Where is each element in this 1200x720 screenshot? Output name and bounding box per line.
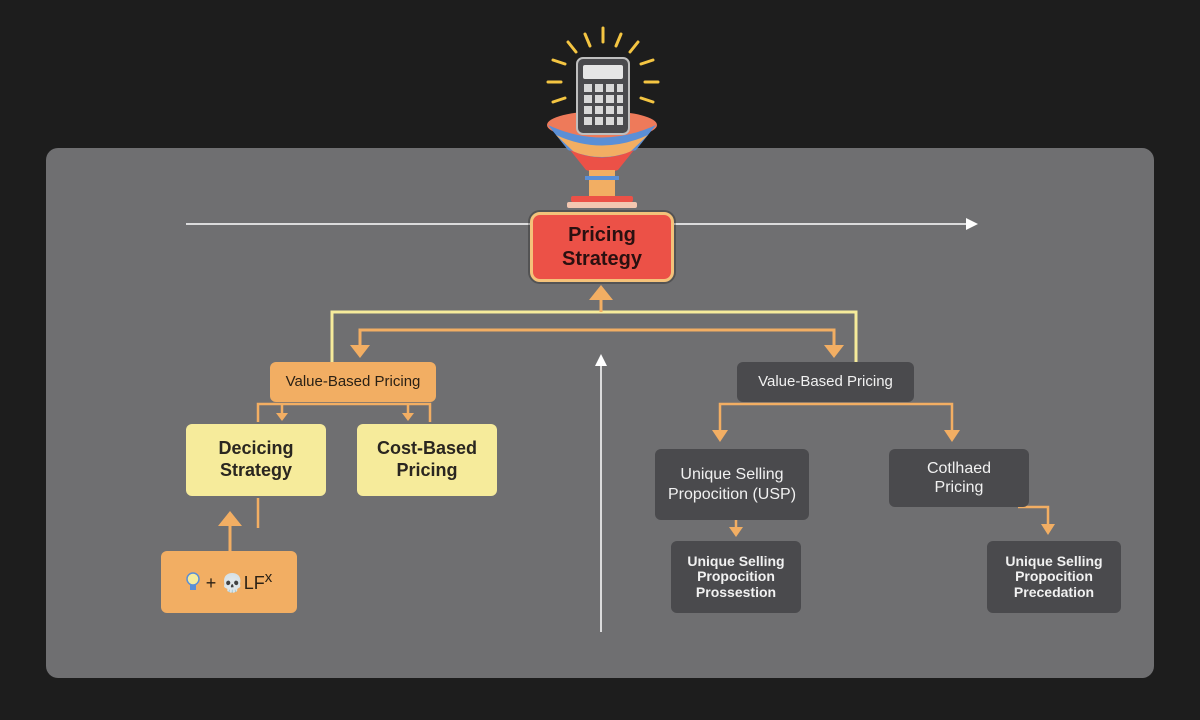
arrow-to-cotlhaed bbox=[944, 430, 960, 442]
inner-bracket bbox=[358, 328, 836, 345]
right-branch-header: Value-Based Pricing bbox=[737, 362, 914, 402]
outer-bracket bbox=[330, 310, 858, 362]
leaf-node-precedation: Unique Selling Propocition Precedation bbox=[987, 541, 1121, 613]
icon-node-text: + 💀LFx bbox=[206, 569, 272, 595]
leaf-b-connector bbox=[1018, 505, 1050, 524]
leaf-a-line3: Prossestion bbox=[695, 583, 777, 600]
leaf-node-prossestion: Unique Selling Propocition Prossestion bbox=[671, 541, 801, 613]
arrow-to-leaf-a bbox=[729, 527, 743, 537]
sparkle-rays bbox=[546, 26, 660, 104]
node-cost-based-pricing: Cost-Based Pricing bbox=[357, 424, 497, 496]
arrow-up-icon bbox=[218, 511, 242, 526]
decicing-line1: Decicing bbox=[218, 438, 294, 459]
right-branch-header-label: Value-Based Pricing bbox=[758, 373, 893, 390]
icon-node-label: + 💀LF bbox=[205, 573, 265, 594]
arrow-right-down bbox=[824, 345, 844, 358]
usp-line2: Propocition (USP) bbox=[667, 485, 797, 503]
left-branch-header: Value-Based Pricing bbox=[270, 362, 436, 402]
leaf-b-line1: Unique Selling bbox=[1005, 552, 1103, 569]
root-node-pricing-strategy: Pricing Strategy bbox=[530, 212, 674, 282]
leaf-a-line1: Unique Selling bbox=[687, 552, 785, 569]
icon-node: + 💀LFx bbox=[161, 551, 297, 613]
usp-line1: Unique Selling bbox=[680, 466, 784, 484]
node-cotlhaed-pricing: Cotlhaed Pricing bbox=[889, 449, 1029, 507]
arrow-to-decicing bbox=[276, 413, 288, 421]
cotlhaed-line2: Pricing bbox=[934, 479, 984, 496]
lightbulb-icon bbox=[186, 572, 200, 590]
arrow-to-leaf-b bbox=[1041, 524, 1055, 535]
root-label-line2: Strategy bbox=[561, 248, 643, 270]
right-sub-bracket bbox=[718, 402, 954, 432]
arrow-up-root bbox=[589, 285, 613, 300]
icon-node-superscript: x bbox=[264, 569, 273, 587]
cotlhaed-line1: Cotlhaed bbox=[926, 459, 992, 477]
arrow-left-down bbox=[350, 345, 370, 358]
root-label-line1: Pricing bbox=[568, 224, 636, 246]
calculator-icon bbox=[576, 57, 630, 135]
left-sub-bracket bbox=[256, 402, 432, 422]
arrow-to-costbased bbox=[402, 413, 414, 421]
costbased-line1: Cost-Based bbox=[376, 438, 478, 459]
left-branch-header-label: Value-Based Pricing bbox=[285, 373, 421, 390]
node-decicing-strategy: Decicing Strategy bbox=[186, 424, 326, 496]
leaf-b-line2: Propocition bbox=[1015, 568, 1093, 585]
arrow-to-usp bbox=[712, 430, 728, 442]
node-usp: Unique Selling Propocition (USP) bbox=[655, 449, 809, 520]
leaf-a-line2: Propocition bbox=[697, 568, 775, 585]
leaf-b-line3: Precedation bbox=[1013, 583, 1095, 600]
decicing-line2: Strategy bbox=[219, 460, 293, 480]
costbased-line2: Pricing bbox=[396, 460, 458, 480]
